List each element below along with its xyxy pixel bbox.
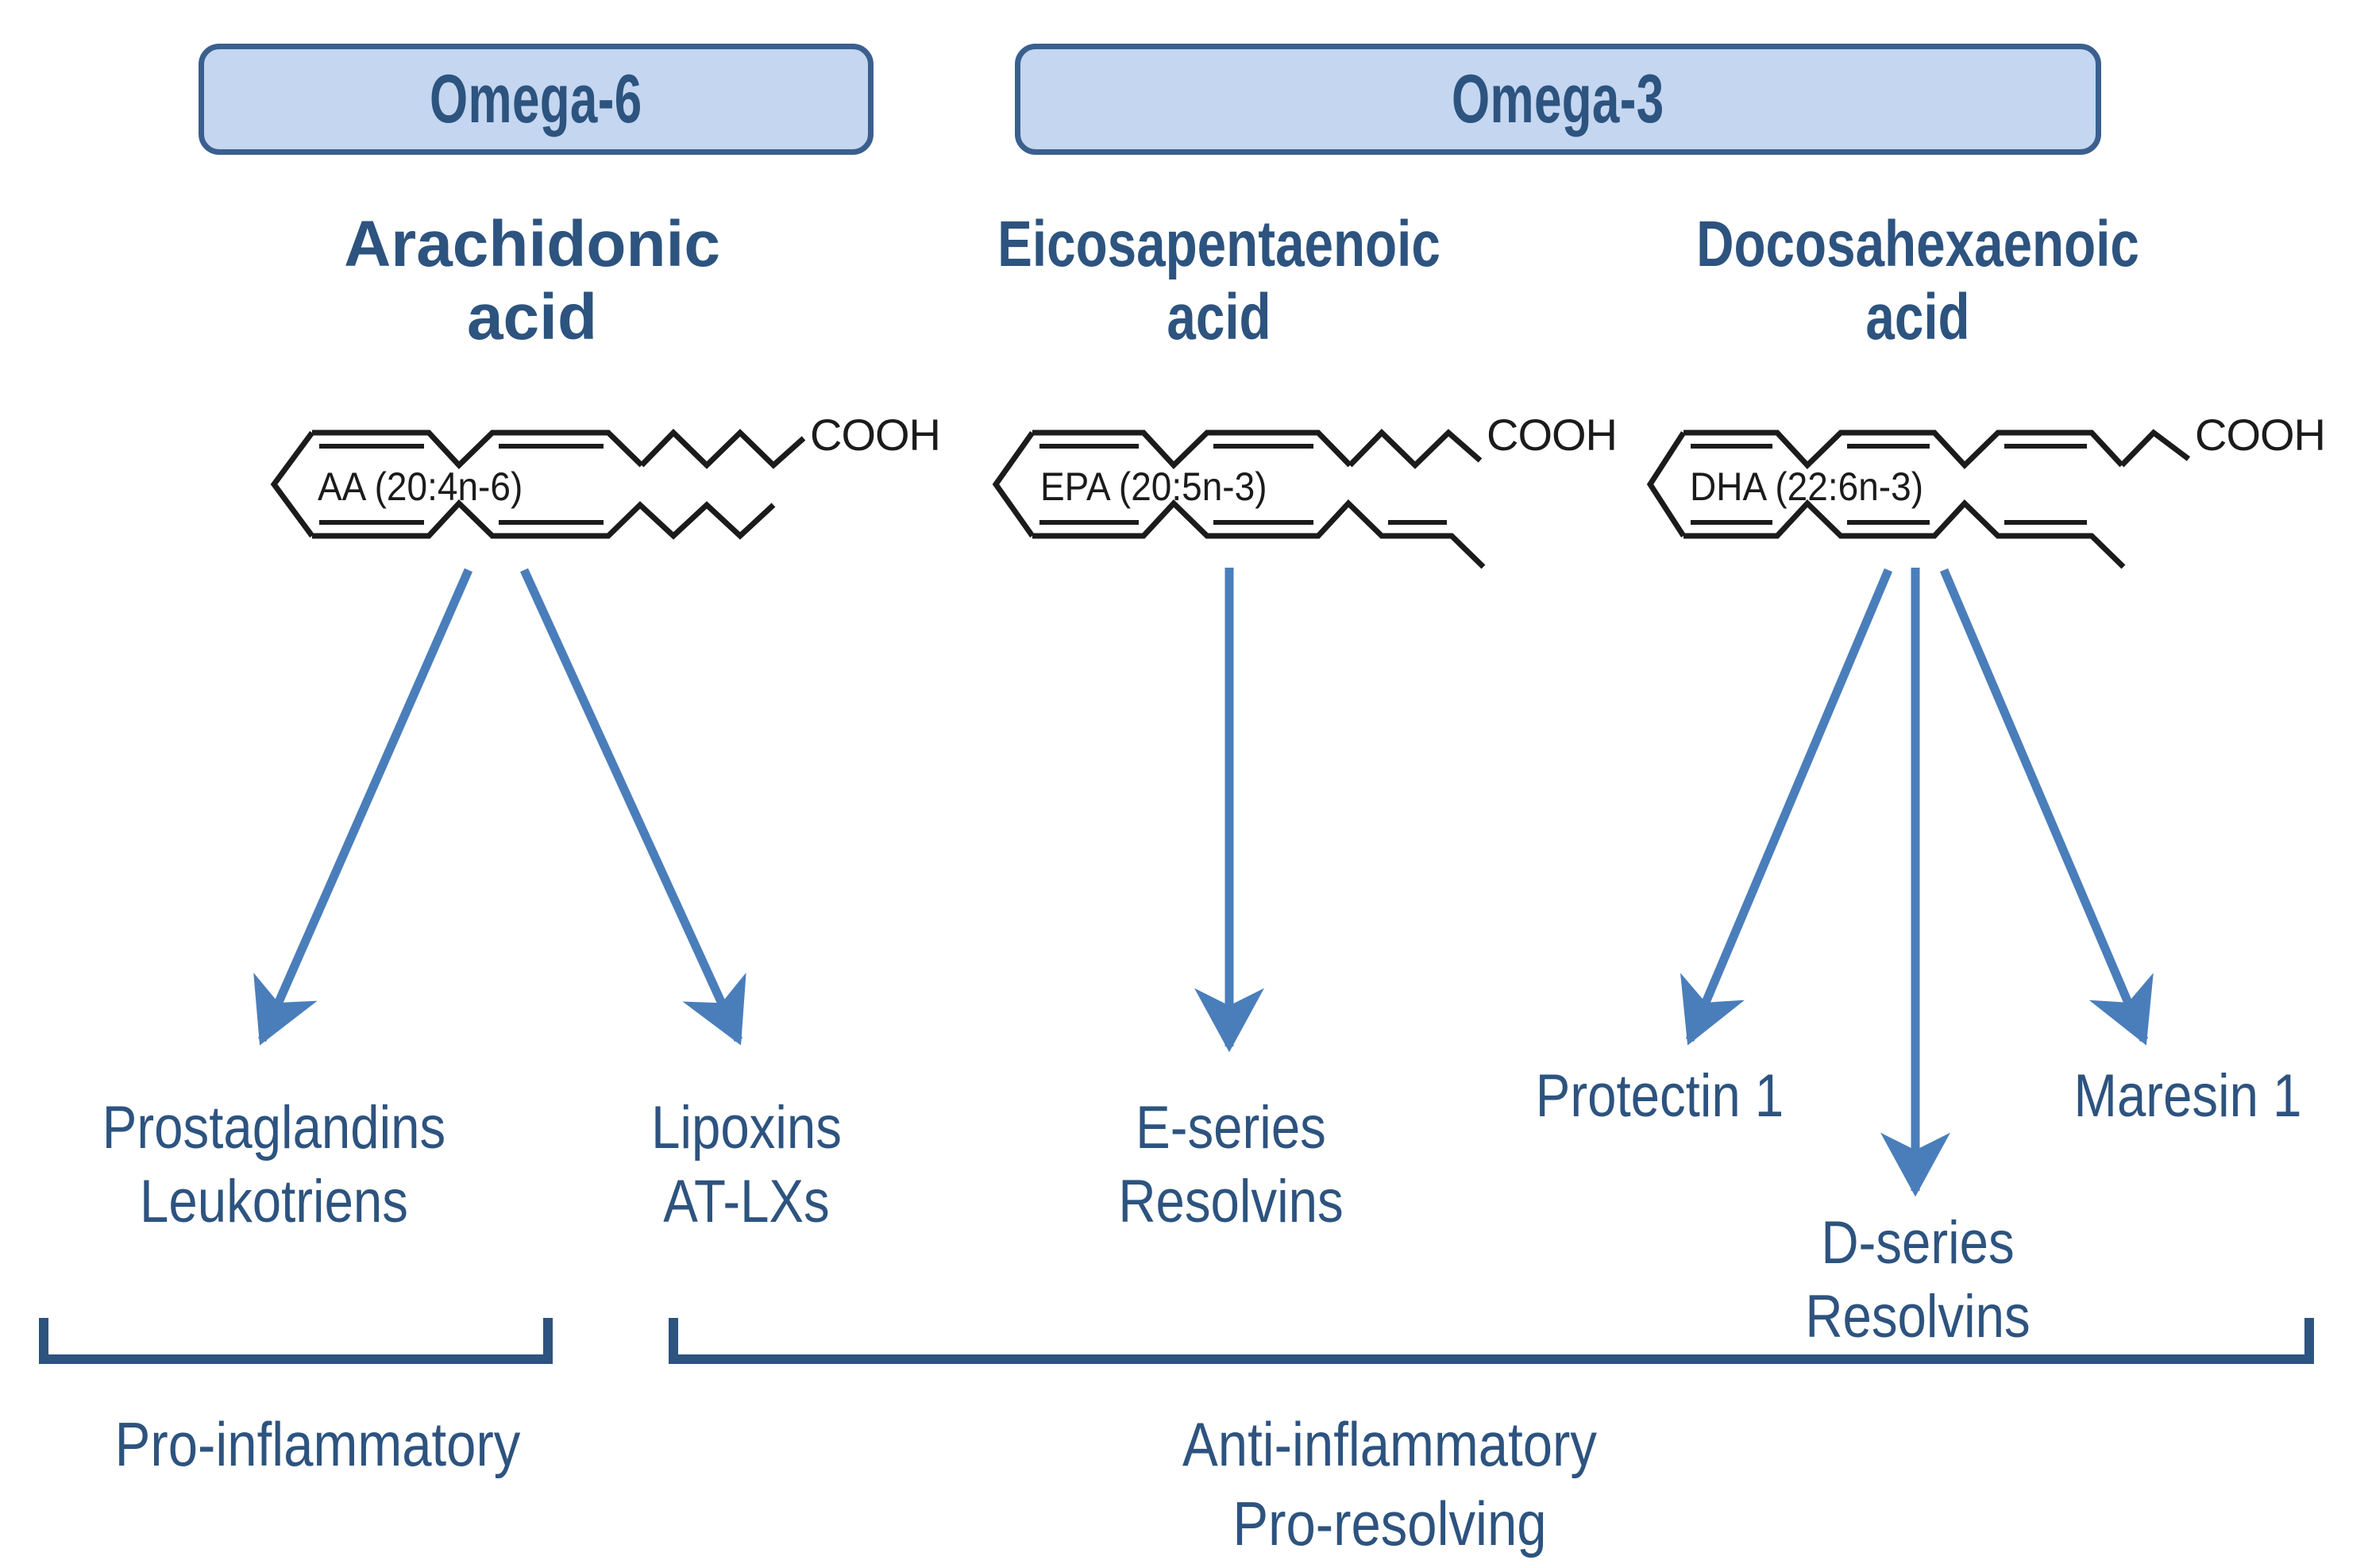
bracket-anti-inflammatory: [669, 1318, 2314, 1364]
epa-name-line2: acid: [1167, 280, 1271, 353]
product-lipoxins-line1: Lipoxins: [651, 1094, 842, 1162]
family-box-omega6[interactable]: Omega-6: [199, 44, 874, 155]
product-protectin-1: Protectin 1: [1421, 1060, 1898, 1134]
product-e-series-line1: E-series: [1136, 1094, 1326, 1162]
outcome-anti-inflammatory: Anti-inflammatory Pro-resolving: [985, 1405, 1795, 1564]
epa-structure: [992, 429, 1486, 569]
outcome-anti-inflammatory-line2: Pro-resolving: [1232, 1488, 1547, 1558]
product-maresin-1-line1: Maresin 1: [2073, 1062, 2302, 1130]
arrow-aa-to-lipoxins: [519, 568, 746, 1046]
dha-name-line2: acid: [1865, 280, 1970, 353]
dha-name-line1: Docosahexaenoic: [1696, 208, 2139, 280]
epa-cooh-label: COOH: [1487, 410, 1618, 460]
arrow-aa-to-prostaglandins: [253, 568, 473, 1046]
fatty-acid-name-eicosapentaenoic: Eicosapentaenoic acid: [870, 208, 1568, 354]
dha-cooh-label: COOH: [2195, 410, 2326, 460]
outcome-brackets: [39, 1318, 2314, 1364]
outcome-pro-inflammatory: Pro-inflammatory: [0, 1405, 635, 1485]
aa-structure: [270, 429, 806, 540]
product-prostaglandins: Prostaglandins Leukotriens: [8, 1092, 540, 1239]
epa-name-line1: Eicosapentaenoic: [997, 208, 1440, 280]
arrow-dha-to-maresin: [1939, 568, 2154, 1046]
family-label-omega3: Omega-3: [1452, 61, 1664, 137]
family-box-omega3[interactable]: Omega-3: [1015, 44, 2101, 155]
dha-structure-label: DHA (22:6n-3): [1690, 464, 1924, 509]
fatty-acid-name-arachidonic: Arachidonic acid: [214, 208, 850, 354]
product-maresin-1: Maresin 1: [2001, 1060, 2368, 1134]
outcome-pro-inflammatory-line1: Pro-inflammatory: [114, 1409, 521, 1479]
product-protectin-1-line1: Protectin 1: [1535, 1062, 1784, 1130]
product-e-series-resolvins: E-series Resolvins: [1009, 1092, 1453, 1239]
product-e-series-line2: Resolvins: [1118, 1167, 1344, 1235]
aa-structure-label: AA (20:4n-6): [318, 464, 523, 509]
product-d-series-resolvins: D-series Resolvins: [1691, 1207, 2144, 1354]
dha-structure: [1646, 429, 2191, 569]
pathway-arrows: [253, 568, 2154, 1197]
aa-cooh-label: COOH: [810, 410, 941, 460]
product-d-series-line2: Resolvins: [1805, 1282, 2031, 1350]
family-label-omega6: Omega-6: [430, 61, 642, 137]
product-lipoxins: Lipoxins AT-LXs: [556, 1092, 937, 1239]
aa-name-line1: Arachidonic: [344, 208, 720, 280]
product-prostaglandins-line2: Leukotriens: [140, 1167, 408, 1235]
aa-name-line2: acid: [466, 280, 598, 353]
arrow-dha-to-protectin: [1680, 568, 1893, 1046]
epa-structure-label: EPA (20:5n-3): [1040, 464, 1267, 509]
fatty-acid-name-docosahexaenoic: Docosahexaenoic acid: [1568, 208, 2267, 354]
product-lipoxins-line2: AT-LXs: [663, 1167, 830, 1235]
bracket-pro-inflammatory: [39, 1318, 553, 1364]
product-prostaglandins-line1: Prostaglandins: [102, 1094, 446, 1162]
outcome-anti-inflammatory-line1: Anti-inflammatory: [1182, 1409, 1597, 1479]
product-d-series-line1: D-series: [1821, 1209, 2015, 1277]
